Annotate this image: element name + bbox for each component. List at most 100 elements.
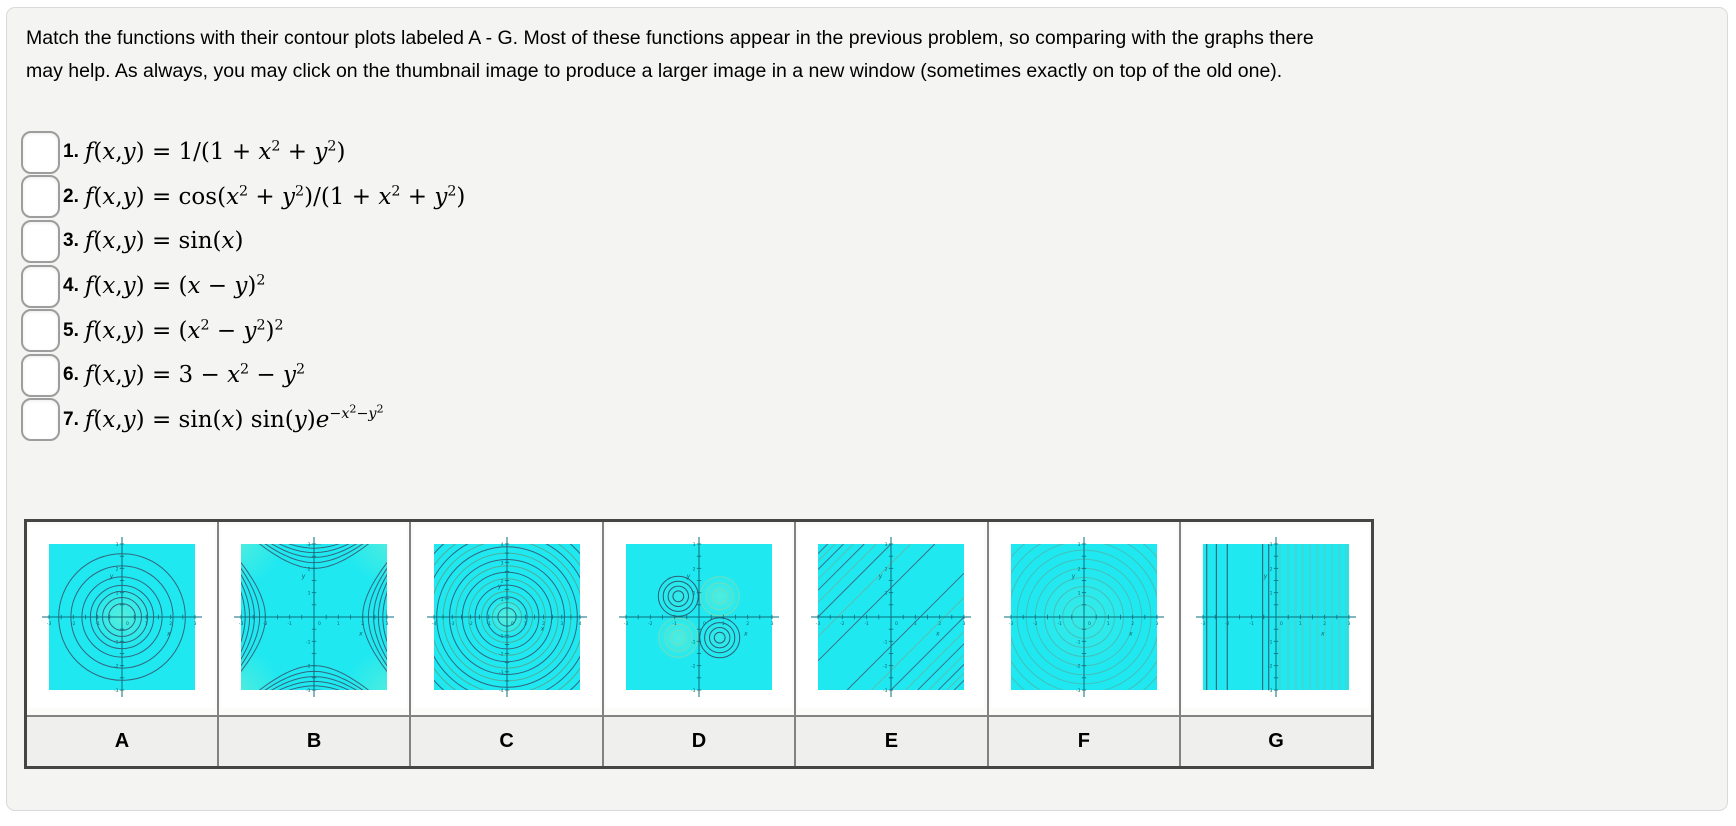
item-formula: f(x,y) = cos(x2 + y2)/(1 + x2 + y2): [84, 183, 466, 210]
svg-text:-1: -1: [691, 639, 696, 645]
svg-text:-2: -2: [1076, 663, 1081, 669]
item-number: 2.: [63, 185, 79, 207]
match-answer-input-1[interactable]: [21, 130, 60, 174]
plot-label: C: [499, 730, 514, 753]
svg-text:-3: -3: [450, 621, 455, 627]
svg-text:3: 3: [1077, 542, 1080, 548]
svg-text:-1: -1: [486, 621, 491, 627]
instructions-line2: may help. As always, you may click on th…: [26, 60, 1283, 82]
svg-text:-1: -1: [499, 633, 504, 639]
svg-text:x: x: [358, 630, 363, 637]
match-answer-input-4[interactable]: [21, 264, 60, 308]
svg-text:0: 0: [511, 621, 514, 627]
svg-text:3: 3: [1348, 621, 1351, 627]
thumbnail-table: -3 -3 -2 -2 -1 -1 1 1 2 2 3 3 0 x y -3 -3 -2 -2 -1 -1 1 1 2 2 3 3…: [24, 519, 1374, 770]
svg-text:-2: -2: [263, 621, 268, 627]
function-list-item: 6. f(x,y) = 3 − x2 − y2: [21, 353, 1727, 398]
svg-text:-2: -2: [1033, 621, 1038, 627]
svg-text:1: 1: [722, 621, 725, 627]
function-list-item: 7. f(x,y) = sin(x) sin(y)e−x2−y2: [21, 398, 1727, 443]
svg-text:y: y: [109, 573, 114, 580]
svg-text:2: 2: [361, 621, 364, 627]
svg-text:3: 3: [963, 621, 966, 627]
match-answer-input-6[interactable]: [21, 353, 60, 397]
problem-instructions: Match the functions with their contour p…: [26, 22, 1727, 88]
svg-text:-2: -2: [840, 621, 845, 627]
svg-text:-2: -2: [71, 621, 76, 627]
svg-text:3: 3: [1270, 542, 1273, 548]
svg-text:3: 3: [116, 542, 119, 548]
svg-text:0: 0: [703, 621, 706, 627]
svg-text:2: 2: [500, 578, 503, 584]
svg-text:2: 2: [116, 566, 119, 572]
svg-text:1: 1: [914, 621, 917, 627]
svg-text:3: 3: [194, 621, 197, 627]
function-list: 1. f(x,y) = 1/(1 + x2 + y2) 2. f(x,y) = …: [21, 130, 1727, 442]
svg-text:-1: -1: [1249, 621, 1254, 627]
svg-text:-3: -3: [114, 688, 119, 694]
svg-text:-3: -3: [499, 669, 504, 675]
svg-text:-2: -2: [499, 651, 504, 657]
svg-text:x: x: [1128, 630, 1133, 637]
match-answer-input-2[interactable]: [21, 175, 60, 219]
item-number: 3.: [63, 230, 79, 252]
item-formula: f(x,y) = sin(x) sin(y)e−x2−y2: [84, 402, 384, 433]
svg-text:2: 2: [169, 621, 172, 627]
plot-label: A: [114, 730, 130, 753]
svg-text:1: 1: [308, 590, 311, 596]
svg-text:3: 3: [693, 542, 696, 548]
svg-text:-3: -3: [306, 688, 311, 694]
match-answer-input-3[interactable]: [21, 219, 60, 263]
svg-text:-1: -1: [672, 621, 677, 627]
svg-text:4: 4: [578, 621, 581, 627]
function-list-item: 1. f(x,y) = 1/(1 + x2 + y2): [21, 130, 1727, 175]
item-number: 5.: [63, 319, 79, 341]
svg-text:2: 2: [1131, 621, 1134, 627]
svg-text:-1: -1: [1268, 639, 1273, 645]
thumbnail-label-row: A B C D E F G: [24, 715, 1374, 769]
svg-text:1: 1: [1299, 621, 1302, 627]
svg-text:y: y: [686, 573, 691, 580]
svg-text:0: 0: [1280, 621, 1283, 627]
instructions-line1: Match the functions with their contour p…: [26, 27, 1314, 49]
svg-text:x: x: [539, 625, 544, 632]
svg-text:1: 1: [885, 590, 888, 596]
svg-text:-3: -3: [239, 621, 244, 627]
svg-text:-1: -1: [1057, 621, 1062, 627]
svg-text:3: 3: [1155, 621, 1158, 627]
svg-text:3: 3: [386, 621, 389, 627]
function-list-item: 5. f(x,y) = (x2 − y2)2: [21, 308, 1727, 353]
svg-text:3: 3: [308, 542, 311, 548]
svg-text:1: 1: [1270, 590, 1273, 596]
match-answer-input-5[interactable]: [21, 309, 60, 353]
svg-text:-2: -2: [648, 621, 653, 627]
svg-text:-3: -3: [47, 621, 52, 627]
svg-text:-2: -2: [114, 663, 119, 669]
svg-text:2: 2: [939, 621, 942, 627]
svg-text:-2: -2: [1268, 663, 1273, 669]
svg-text:-3: -3: [1076, 688, 1081, 694]
svg-text:-2: -2: [468, 621, 473, 627]
item-formula: f(x,y) = (x − y)2: [84, 272, 266, 300]
match-answer-input-7[interactable]: [21, 398, 60, 442]
svg-text:-1: -1: [865, 621, 870, 627]
svg-text:-3: -3: [1201, 621, 1206, 627]
item-formula: f(x,y) = 1/(1 + x2 + y2): [84, 138, 346, 166]
svg-text:x: x: [743, 630, 748, 637]
svg-text:-3: -3: [624, 621, 629, 627]
